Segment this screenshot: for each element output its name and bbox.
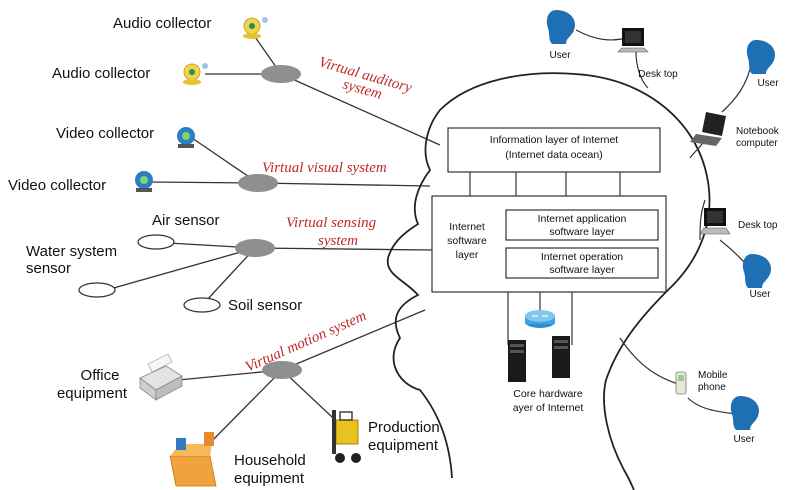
head-outline <box>386 72 711 490</box>
mobile-line2: phone <box>698 382 726 393</box>
video-collector-2-label: Video collector <box>8 177 106 194</box>
router-icon <box>525 310 555 328</box>
soil-sensor-node <box>183 297 221 313</box>
software-layer-line2: software <box>447 235 487 247</box>
mobile-phone-icon <box>675 371 687 395</box>
audio-collector-2-label: Audio collector <box>52 65 150 82</box>
video-collector-1-label: Video collector <box>56 125 154 142</box>
audio-collector-1-label: Audio collector <box>113 15 211 32</box>
os-layer-box <box>505 247 659 279</box>
production-line1: Production <box>368 419 440 436</box>
water-sensor-line2: sensor <box>26 260 71 277</box>
desktop-mid-label: Desk top <box>738 220 778 231</box>
user-head-icon-right-top <box>746 40 776 74</box>
visual-hub <box>238 174 278 192</box>
video-camera-icon <box>177 127 195 148</box>
desktop-computer-icon <box>617 28 649 53</box>
hardware-line2: ayer of Internet <box>513 402 584 414</box>
server-tower-icon-2 <box>552 336 570 378</box>
office-line2: equipment <box>57 385 128 402</box>
printer-icon <box>139 353 183 401</box>
app-layer-box <box>505 209 659 241</box>
user-bottom-label: User <box>733 434 755 445</box>
os-layer-line1: Internet operation <box>541 251 623 263</box>
air-sensor-label: Air sensor <box>152 212 220 229</box>
auditory-hub <box>261 65 301 83</box>
user-head-icon-bottom <box>730 396 760 430</box>
software-layer-line1: Internet <box>449 221 485 233</box>
info-layer-line1: Information layer of Internet <box>490 134 618 146</box>
hardware-line1: Core hardware <box>513 388 583 400</box>
laptop-icon <box>690 112 726 146</box>
hardware-connectors <box>507 292 573 345</box>
webcam-icon-2 <box>183 63 208 85</box>
motion-hub <box>262 361 302 379</box>
webcam-icon <box>243 17 268 39</box>
office-line1: Office <box>81 367 120 384</box>
user-right-top-label: User <box>757 78 779 89</box>
soil-sensor-label: Soil sensor <box>228 297 302 314</box>
server-tower-icon <box>508 340 526 382</box>
water-sensor-node <box>78 282 116 298</box>
sensing-hub <box>235 239 275 257</box>
box-icon <box>169 432 217 487</box>
app-layer-line2: software layer <box>549 226 615 238</box>
info-layer-box <box>447 127 661 173</box>
info-connectors <box>469 172 621 196</box>
water-sensor-line1: Water system <box>26 243 117 260</box>
video-camera-icon-2 <box>135 171 153 192</box>
desktop-top-label: Desk top <box>638 69 678 80</box>
household-line2: equipment <box>234 470 305 487</box>
user-top-label: User <box>549 50 571 61</box>
software-layer-line3: layer <box>456 249 479 261</box>
left-connection-lines <box>109 26 441 449</box>
user-head-icon <box>546 10 576 44</box>
user-mid-label: User <box>749 289 771 300</box>
mobile-line1: Mobile <box>698 370 728 381</box>
visual-system-label: Virtual visual system <box>262 160 387 176</box>
household-line1: Household <box>234 452 306 469</box>
forklift-icon <box>332 410 361 463</box>
info-layer-line2: (Internet data ocean) <box>505 149 602 161</box>
notebook-line2: computer <box>736 138 778 149</box>
sensing-system-line2: system <box>318 233 358 249</box>
app-layer-line1: Internet application <box>538 213 627 225</box>
user-head-icon-mid <box>742 254 772 288</box>
air-sensor-node <box>137 234 175 250</box>
os-layer-line2: software layer <box>549 264 615 276</box>
desktop-computer-icon-mid <box>699 208 731 235</box>
sensing-system-line1: Virtual sensing <box>286 215 377 231</box>
production-line2: equipment <box>368 437 439 454</box>
notebook-line1: Notebook <box>736 126 780 137</box>
